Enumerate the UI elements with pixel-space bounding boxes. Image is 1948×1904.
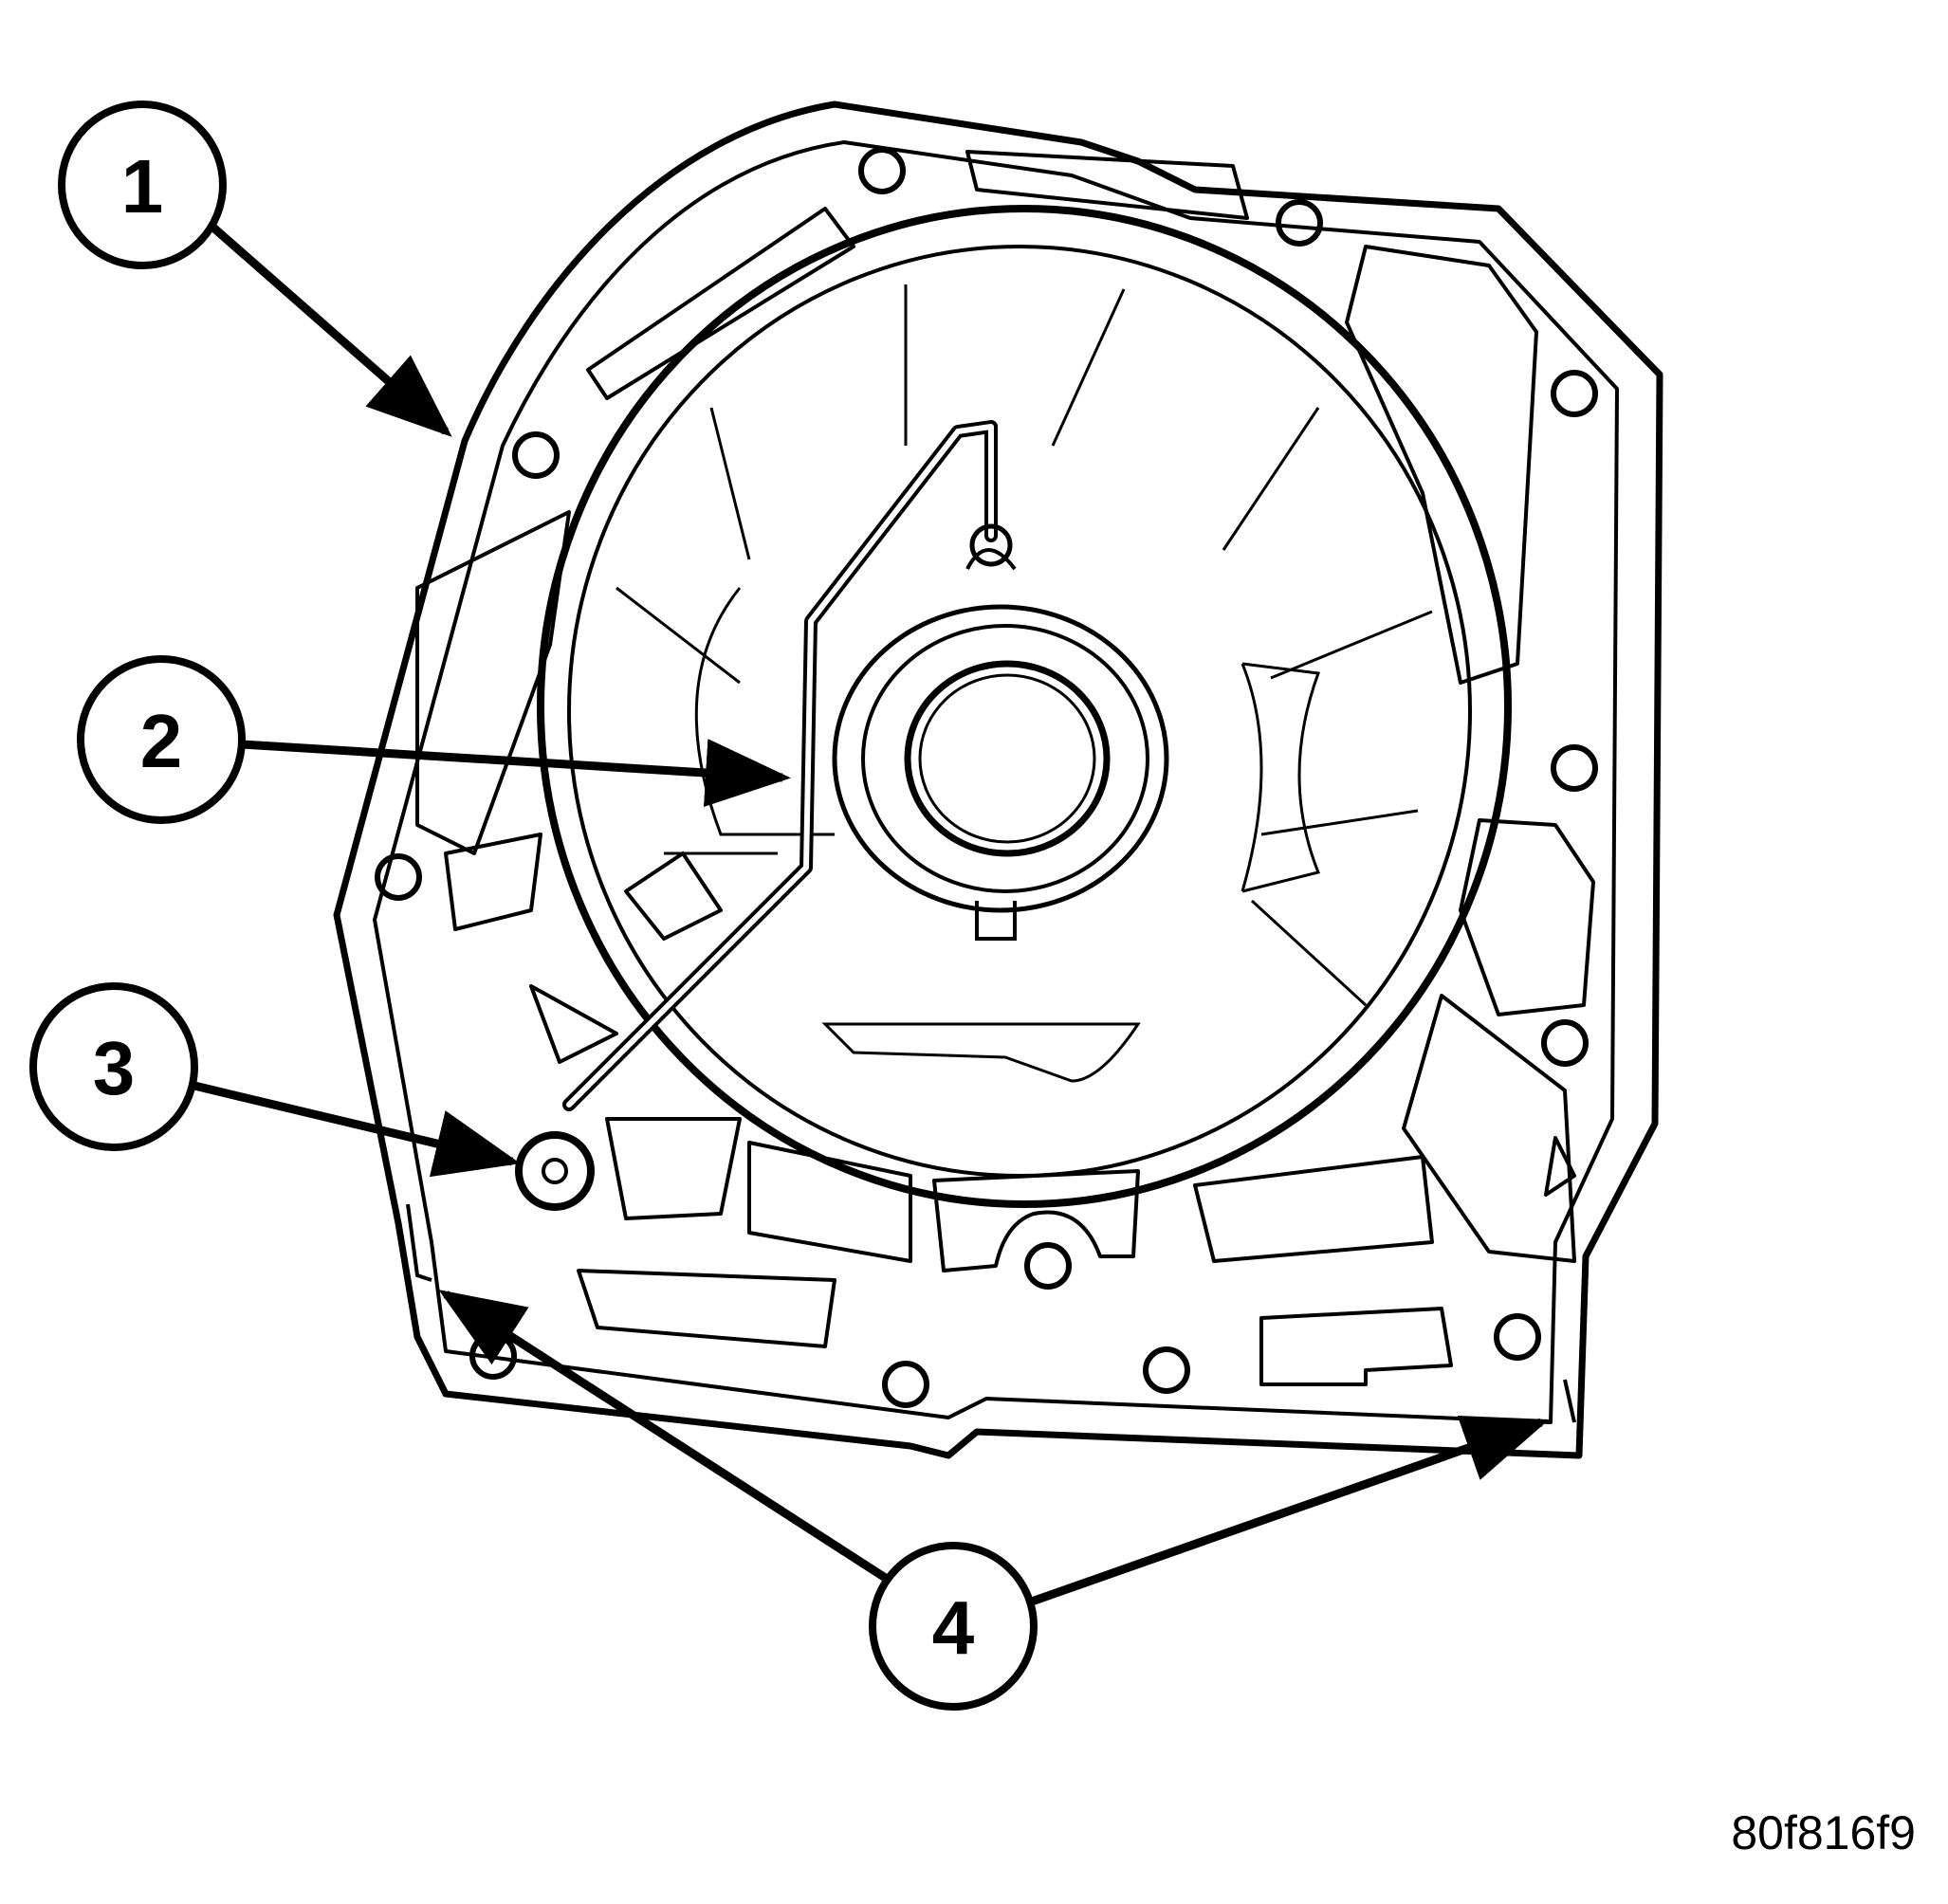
callout-1-label: 1	[121, 144, 164, 229]
callout-4-leader-right	[1027, 1415, 1550, 1607]
tube-bottom-fitting-outer	[515, 1131, 595, 1211]
hub-bore	[904, 660, 1111, 857]
callout-4-leader-left	[438, 1290, 890, 1583]
cast-pockets	[415, 150, 1595, 1386]
bore-inner-ring	[567, 245, 1472, 1178]
hub-bottom-tab	[975, 901, 1017, 941]
housing-inner-flange	[373, 140, 1619, 1424]
callout-4-circle	[869, 1542, 1038, 1711]
callout-4-label: 4	[932, 1585, 975, 1670]
bore-outer-ring	[537, 205, 1512, 1208]
callout-1-leader	[211, 224, 452, 437]
oil-tube-inner	[566, 424, 994, 1108]
callout-3-label: 3	[93, 1026, 136, 1110]
callout-3-circle	[29, 982, 198, 1151]
callout-4: 4	[438, 1290, 1550, 1711]
figure-code: 80f816f9	[1731, 1806, 1916, 1859]
alignment-dowel-areas	[406, 1203, 1576, 1423]
radial-ribs	[616, 284, 1433, 1083]
callout-1: 1	[58, 101, 452, 437]
callout-3: 3	[29, 982, 521, 1178]
hub-flange	[832, 604, 1169, 913]
callout-1-circle	[58, 101, 227, 269]
callout-2-label: 2	[140, 699, 183, 783]
callout-2-leader	[241, 739, 791, 807]
hub-top-tab	[965, 548, 1017, 571]
hub-bore-inner	[918, 673, 1096, 844]
callout-2-circle	[77, 655, 246, 824]
callout-3-leader	[193, 1081, 521, 1178]
callout-2: 2	[77, 655, 791, 824]
tube-bottom-fitting-inner	[542, 1158, 568, 1184]
tube-top-fitting	[969, 523, 1013, 567]
hub-outer-ring	[861, 624, 1149, 893]
bolt-holes	[375, 147, 1598, 1408]
housing-outer-outline	[333, 101, 1663, 1459]
